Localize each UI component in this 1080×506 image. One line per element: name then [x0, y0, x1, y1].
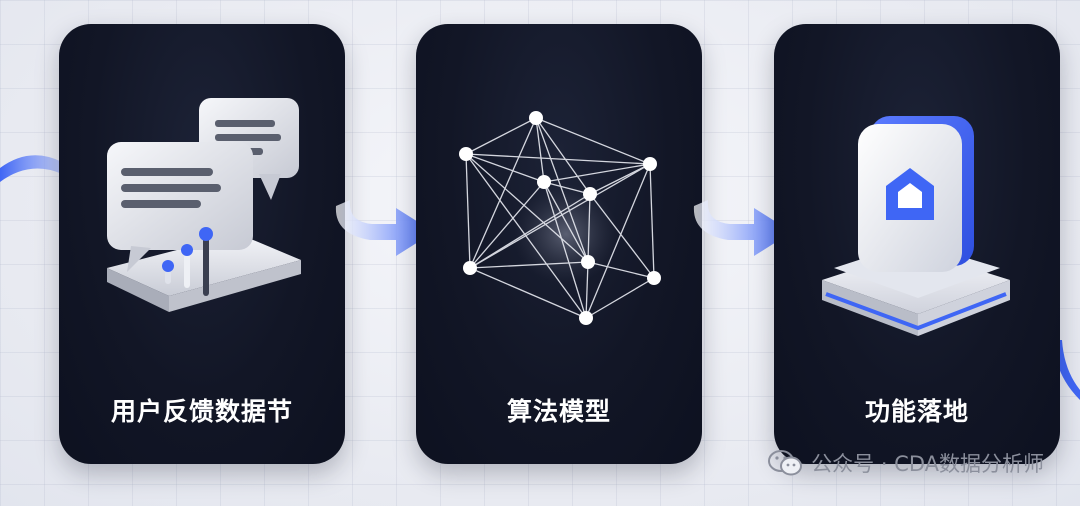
feedback-chat-chart-icon — [107, 98, 301, 312]
step-card-deploy: 功能落地 — [774, 24, 1060, 464]
watermark: 公众号 · CDA数据分析师 — [767, 448, 1044, 478]
flow-line-left — [0, 155, 62, 182]
network-model-icon — [459, 111, 661, 325]
wechat-icon — [768, 450, 803, 476]
step-label: 算法模型 — [506, 397, 611, 426]
flow-line-right — [1054, 340, 1080, 400]
curved-arrow-icon — [335, 200, 434, 256]
step-card-feedback: 用户反馈数据节 — [59, 24, 345, 464]
step-label: 功能落地 — [864, 397, 969, 426]
curved-arrow-icon — [693, 200, 792, 256]
step-label: 用户反馈数据节 — [110, 397, 293, 426]
step-card-model: 算法模型 — [416, 24, 702, 464]
watermark-text: 公众号 · CDA数据分析师 — [811, 452, 1044, 476]
app-platform-icon — [822, 116, 1010, 336]
